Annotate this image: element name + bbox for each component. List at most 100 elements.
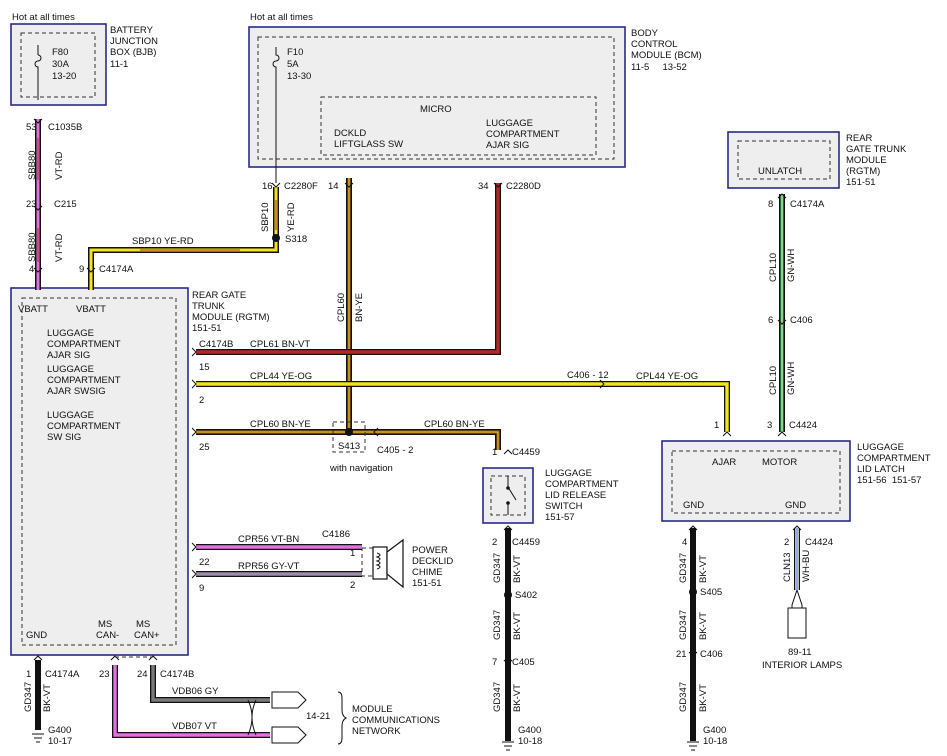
g400-1-ref: 10-17 [48, 736, 72, 747]
wire-cpl60-h-stripe [196, 431, 499, 450]
sig3-l2: COMPARTMENT [47, 421, 121, 432]
pin-9-chime: 9 [199, 583, 204, 594]
pin-2-latch: 2 [784, 537, 789, 548]
c406: C406 [790, 315, 813, 326]
splice-s402: S402 [515, 590, 537, 601]
splice-s405: S405 [700, 587, 722, 598]
wire-cpl60-v-color: BN-YE [354, 293, 365, 322]
splice-s413-dashed [332, 421, 366, 453]
wire-cpl60-v-name: CPL60 [336, 293, 347, 322]
sig2-l2: COMPARTMENT [47, 375, 121, 386]
splices: S318 S413 with navigation S402 S405 [272, 234, 722, 601]
splice-s413-note: with navigation [329, 463, 393, 474]
rgtm-top-title-3: MODULE [846, 155, 887, 166]
wire-cpl60-h2: CPL60 BN-YE [424, 419, 485, 430]
wire-sbp10-stripe [140, 200, 277, 251]
fuse-f10-icon [272, 47, 280, 183]
c406-12: C406 - 12 [567, 370, 609, 381]
c4424: C4424 [789, 420, 817, 431]
bjb-inner-dashed [20, 32, 96, 98]
wire-cpl10-a-name: CPL10 [768, 253, 779, 282]
wire-gd347-d-color: BK-VT [698, 555, 709, 583]
vbatt-2: VBATT [76, 304, 106, 315]
mscan-plus-1: MS [136, 619, 150, 630]
wire-gd347-f-color: BK-VT [698, 684, 709, 712]
rgtm-title-3: MODULE (RGTM) [192, 312, 270, 323]
pin-34: 34 [478, 181, 489, 192]
mscan-minus-2: CAN- [96, 630, 119, 641]
ground-icon-2 [502, 741, 514, 751]
wire-vdb06: VDB06 GY [172, 686, 219, 697]
rgtm-top-title-5: 151-51 [846, 177, 876, 188]
wire-vdb07-fill [113, 665, 270, 737]
ground-icon-1 [32, 733, 44, 743]
splice-s413: S413 [338, 441, 360, 452]
splice-s318: S318 [285, 234, 307, 245]
g400-2: G400 [518, 725, 541, 736]
bcm-title-1: BODY [631, 28, 659, 39]
pin-2-switch: 2 [492, 537, 497, 548]
hot-label-left: Hot at all times [12, 12, 75, 23]
pin-14: 14 [328, 181, 339, 192]
hot-label-mid: Hot at all times [250, 12, 313, 23]
rgtm-dashed [21, 297, 177, 646]
arrow-markers-bcm [271, 182, 503, 188]
interior-lamps-icon [787, 607, 807, 639]
wire-gd347-g-name: GD347 [23, 682, 34, 712]
ground-icon-3 [687, 741, 699, 751]
chime-title-3: CHIME [412, 567, 443, 578]
lamps-ref: 89-11 [788, 647, 812, 658]
pin-25: 25 [199, 442, 210, 453]
rgtm-top-box [727, 131, 840, 189]
network-title-1: MODULE [352, 704, 393, 715]
c4174b-can: C4174B [160, 669, 194, 680]
c4424-bottom: C4424 [805, 537, 833, 548]
wire-sbb80-b-color: VT-RD [54, 233, 65, 262]
bcm-title-2: CONTROL [631, 39, 677, 50]
wire-sbb80-a-color: VT-RD [54, 151, 65, 180]
fuse-f80-icon [34, 45, 42, 100]
wire-cln13-color: WH-BU [801, 550, 812, 582]
splice-s405-dot [689, 588, 697, 596]
rgtm-title-2: TRUNK [192, 301, 225, 312]
lid-latch-module: AJAR MOTOR GND GND LUGGAGE COMPARTMENT L… [661, 440, 931, 522]
pin-dckld-2: LIFTGLASS SW [334, 139, 403, 150]
c215: C215 [54, 199, 77, 210]
lid-release-switch: LUGGAGE COMPARTMENT LID RELEASE SWITCH 1… [482, 467, 619, 524]
bjb-title-2: JUNCTION [110, 36, 158, 47]
wire-cpl10-b-name: CPL10 [768, 366, 779, 395]
twisted-pair-icon [247, 699, 257, 736]
pin-24-can: 24 [137, 669, 148, 680]
wire-cpl44-fill [196, 382, 729, 432]
latch-gnd2: GND [785, 500, 806, 511]
latch-title-4: 151-56 151-57 [857, 475, 921, 486]
rgtm-module: VBATT VBATT LUGGAGE COMPARTMENT AJAR SIG… [10, 287, 270, 656]
wires [35, 119, 807, 745]
arrow-markers-switch [503, 449, 513, 665]
wire-gd347-b-color: BK-VT [512, 612, 523, 640]
connector-labels: 53 C1035B 23 C215 4 9 C4174A 16 C2280F 1… [26, 122, 833, 680]
pin-16: 16 [262, 181, 273, 192]
fuse-f80-name: F80 [52, 47, 68, 58]
latch-title-2: COMPARTMENT [857, 453, 931, 464]
pin-4: 4 [29, 264, 34, 275]
wire-cpl61-fill [196, 183, 500, 354]
bjb-title-3: BOX (BJB) [110, 47, 156, 58]
c4459-top: C4459 [512, 447, 540, 458]
switch-title-4: SWITCH [545, 501, 583, 512]
micro-label: MICRO [420, 104, 452, 115]
pin-4-latch: 4 [682, 537, 687, 548]
bcm-title-3: MODULE (BCM) [631, 50, 702, 61]
grounds: G400 10-17 G400 10-18 G400 10-18 [32, 725, 727, 751]
wire-vdb07: VDB07 VT [172, 721, 217, 732]
g400-2-ref: 10-18 [518, 736, 542, 747]
pin-23: 23 [26, 199, 37, 210]
c405-2: C405 - 2 [377, 445, 413, 456]
mscan-minus-1: MS [98, 619, 112, 630]
pin-21: 21 [676, 649, 687, 660]
rgtm-box [10, 287, 189, 656]
c4459-bottom: C4459 [512, 537, 540, 548]
c405: C405 [512, 657, 535, 668]
rgtm-gnd: GND [26, 630, 47, 641]
latch-title-3: LID LATCH [857, 464, 905, 475]
